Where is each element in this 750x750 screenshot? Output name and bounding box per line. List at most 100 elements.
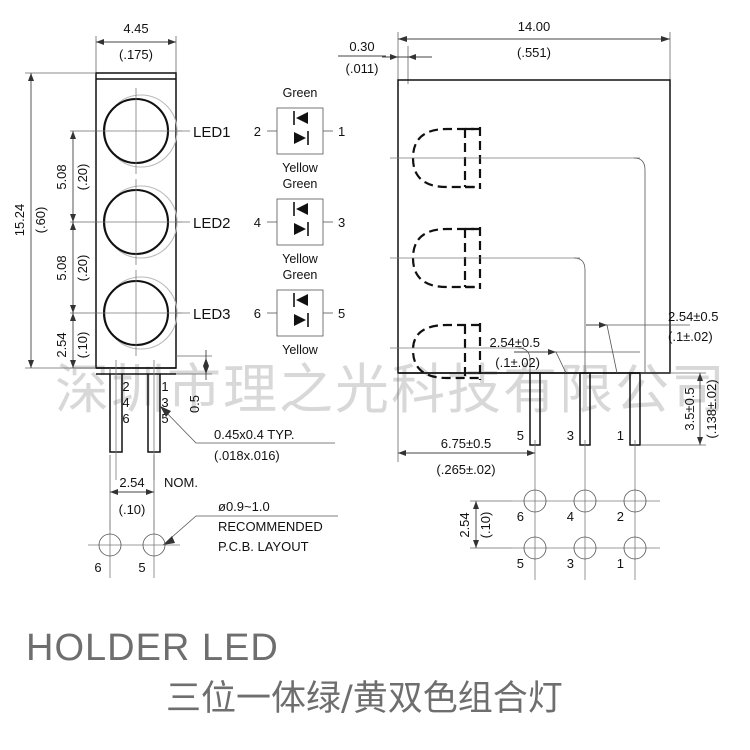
side-standoff-inch: (.138±.02)	[704, 379, 719, 438]
front-lead-thickness-dimension: 0.5	[176, 350, 212, 413]
front-total-height-mm: 15.24	[12, 204, 27, 237]
front-pitch-1-dimension: 5.08 (.20)	[54, 130, 100, 223]
side-depth-mm: 14.00	[518, 19, 551, 34]
side-pcb-label-3: 3	[567, 556, 574, 571]
side-pcb-pad-3	[573, 536, 597, 560]
front-pitch-2-inch: (.20)	[75, 255, 90, 282]
side-pcb-pad-4	[573, 489, 597, 513]
front-pitch-2-dimension: 5.08 (.20)	[54, 222, 100, 314]
front-pin-1: 1	[161, 379, 168, 394]
front-pin-4: 4	[122, 395, 129, 410]
schematic-2-bottom-label: Yellow	[282, 252, 319, 266]
pad-diameter-note: ø0.9~1.0	[218, 499, 270, 514]
lead-section-mm: 0.45x0.4 TYP.	[214, 427, 294, 442]
pcb-pad-6	[98, 533, 122, 557]
front-bottom-offset-mm: 2.54	[54, 332, 69, 357]
schematic-3-green-diode	[296, 294, 308, 306]
schematic-led2: Green Yellow 4 3	[254, 177, 345, 266]
side-lead-pitch-inner-inch: (.1±.02)	[495, 355, 540, 370]
pcb-pad-label-5: 5	[138, 560, 145, 575]
led2-label: LED2	[193, 215, 231, 232]
schematic-2-top-label: Green	[283, 177, 318, 191]
pcb-layout-note: ø0.9~1.0 RECOMMENDED P.C.B. LAYOUT	[162, 499, 338, 554]
schematic-3-bottom-label: Yellow	[282, 343, 319, 357]
side-front-wall-dimension: 0.30 (.011)	[338, 39, 432, 84]
front-width-inch: (.175)	[119, 47, 153, 62]
front-width-mm: 4.45	[123, 21, 148, 36]
side-pcb-pad-1	[623, 536, 647, 560]
front-total-height-inch: (.60)	[33, 207, 48, 234]
lead-section-inch: (.018x.016)	[214, 448, 280, 463]
side-front-wall-mm: 0.30	[349, 39, 374, 54]
side-lead-pitch-inner-dimension: 2.54±0.5 (.1±.02)	[489, 335, 640, 374]
front-pin-2: 2	[122, 379, 129, 394]
front-bottom-offset-dimension: 2.54 (.10)	[54, 313, 100, 369]
schematic-1-right-pin: 1	[338, 124, 345, 139]
led1-label: LED1	[193, 124, 231, 141]
side-pcb-pad-6	[523, 489, 547, 513]
schematic-2-green-diode	[296, 203, 308, 215]
schematic-led1: Green Yellow 2 1	[254, 86, 345, 175]
schematic-3-right-pin: 5	[338, 306, 345, 321]
front-pad-pitch-inch: (.10)	[119, 502, 146, 517]
front-pad-pitch-dimension: 2.54 (.10) NOM.	[109, 455, 198, 530]
schematic-1-left-pin: 2	[254, 124, 261, 139]
title-english: HOLDER LED	[26, 627, 279, 669]
front-total-height-dimension: 15.24 (.60)	[12, 72, 96, 369]
front-pitch-1-inch: (.20)	[75, 164, 90, 191]
side-pcb-label-1: 1	[617, 556, 624, 571]
side-pcb-label-4: 4	[567, 509, 574, 524]
side-depth-inch: (.551)	[517, 45, 551, 60]
schematic-3-yellow-diode	[294, 314, 306, 326]
side-led-cavity-3	[390, 323, 531, 380]
front-pad-pitch-nom: NOM.	[164, 475, 198, 490]
side-standoff-mm: 3.5±0.5	[682, 387, 697, 430]
title-chinese: 三位一体绿/黄双色组合灯	[166, 679, 563, 719]
side-front-wall-inch: (.011)	[346, 61, 379, 76]
front-view: 4.45 (.175) LED1	[12, 21, 338, 578]
side-pcb-label-2: 2	[617, 509, 624, 524]
side-led-cavity-1	[390, 127, 646, 373]
side-lead-pitch-inner-mm: 2.54±0.5	[489, 335, 540, 350]
front-pitch-1-mm: 5.08	[54, 164, 69, 189]
lead-section-note: 0.45x0.4 TYP. (.018x.016)	[159, 405, 335, 463]
pcb-note-line2: P.C.B. LAYOUT	[218, 539, 309, 554]
side-lead-pitch-outer-mm: 2.54±0.5	[668, 309, 719, 324]
front-leadframe: 2 4 6 1 3 5	[96, 360, 176, 480]
side-pcb-pad-5	[523, 536, 547, 560]
schematic-1-yellow-diode	[294, 132, 306, 144]
schematic-3-left-pin: 6	[254, 306, 261, 321]
side-lead-pitch-outer-inch: (.1±.02)	[668, 329, 713, 344]
front-pin-6: 6	[122, 411, 129, 426]
side-view: 14.00 (.551) 0.30 (.011)	[338, 19, 719, 580]
side-lead-offset-dimension: 6.75±0.5 (.265±.02)	[397, 373, 535, 477]
front-pin-3: 3	[161, 395, 168, 410]
schematic-1-bottom-label: Yellow	[282, 161, 319, 175]
pcb-pad-label-6: 6	[94, 560, 101, 575]
front-pad-pitch-mm: 2.54	[119, 475, 144, 490]
side-pcb-pad-2	[623, 489, 647, 513]
side-lead-pitch-outer-dimension: 2.54±0.5 (.1±.02)	[586, 309, 719, 374]
schematic-led3: Green Yellow 6 5	[254, 268, 345, 357]
schematic-2-right-pin: 3	[338, 215, 345, 230]
side-pcb-pad-grid: 6 4 2 5 3 1 2.54 (.10)	[457, 489, 660, 571]
front-pin-5: 5	[161, 411, 168, 426]
schematic-symbols: Green Yellow 2 1 Green Yellow 4	[254, 86, 345, 357]
side-led-cavity-2	[390, 227, 586, 373]
side-pin-1: 1	[617, 428, 624, 443]
front-pcb-pads: 6 5	[88, 520, 180, 578]
side-depth-dimension: 14.00 (.551)	[397, 19, 671, 84]
side-pin-5: 5	[517, 428, 524, 443]
side-lead-offset-inch: (.265±.02)	[436, 462, 495, 477]
side-pcb-label-6: 6	[517, 509, 524, 524]
side-pcb-pitch-inch: (.10)	[478, 512, 493, 539]
schematic-2-yellow-diode	[294, 223, 306, 235]
side-lead-offset-mm: 6.75±0.5	[441, 436, 492, 451]
title-block: HOLDER LED 三位一体绿/黄双色组合灯	[26, 627, 563, 719]
front-lead-thickness-value: 0.5	[187, 395, 202, 413]
schematic-3-top-label: Green	[283, 268, 318, 282]
led1-group	[100, 88, 182, 174]
